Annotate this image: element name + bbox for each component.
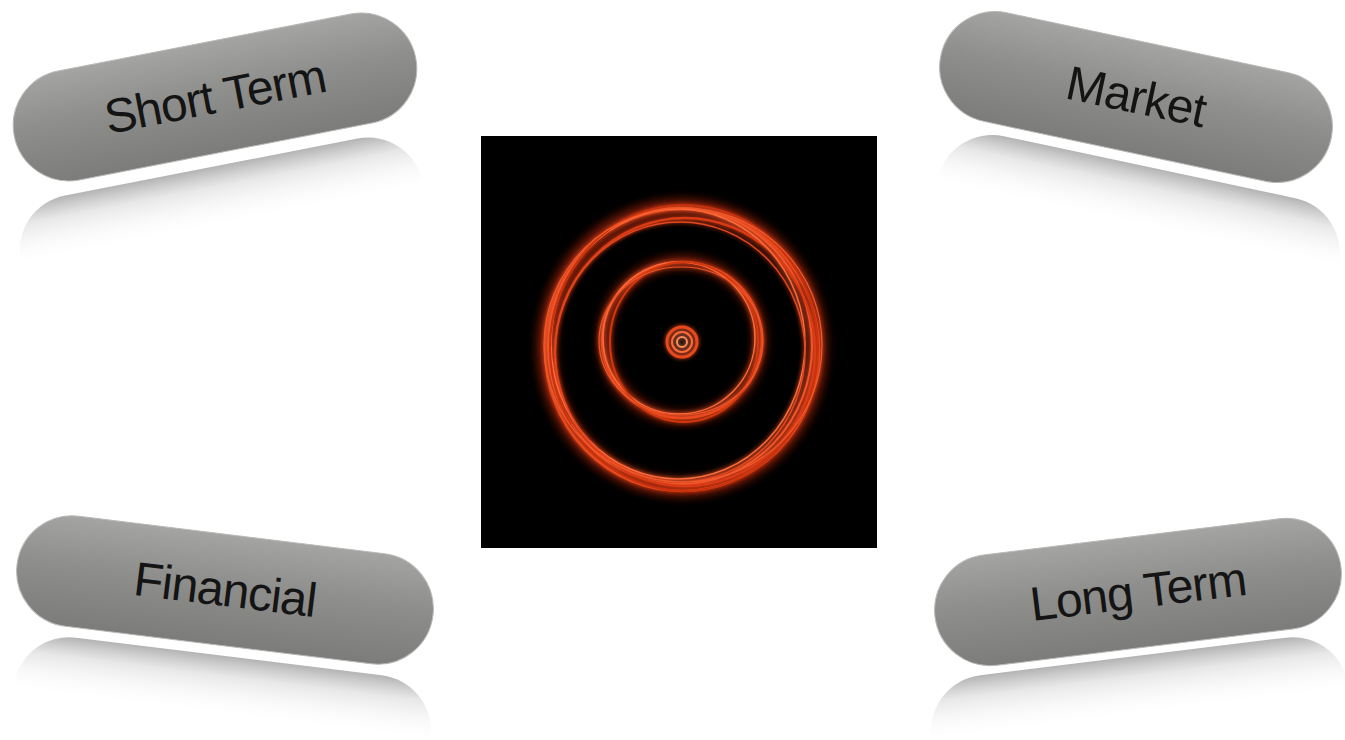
ring-picture (481, 136, 877, 548)
pill-reflection (7, 125, 1345, 740)
